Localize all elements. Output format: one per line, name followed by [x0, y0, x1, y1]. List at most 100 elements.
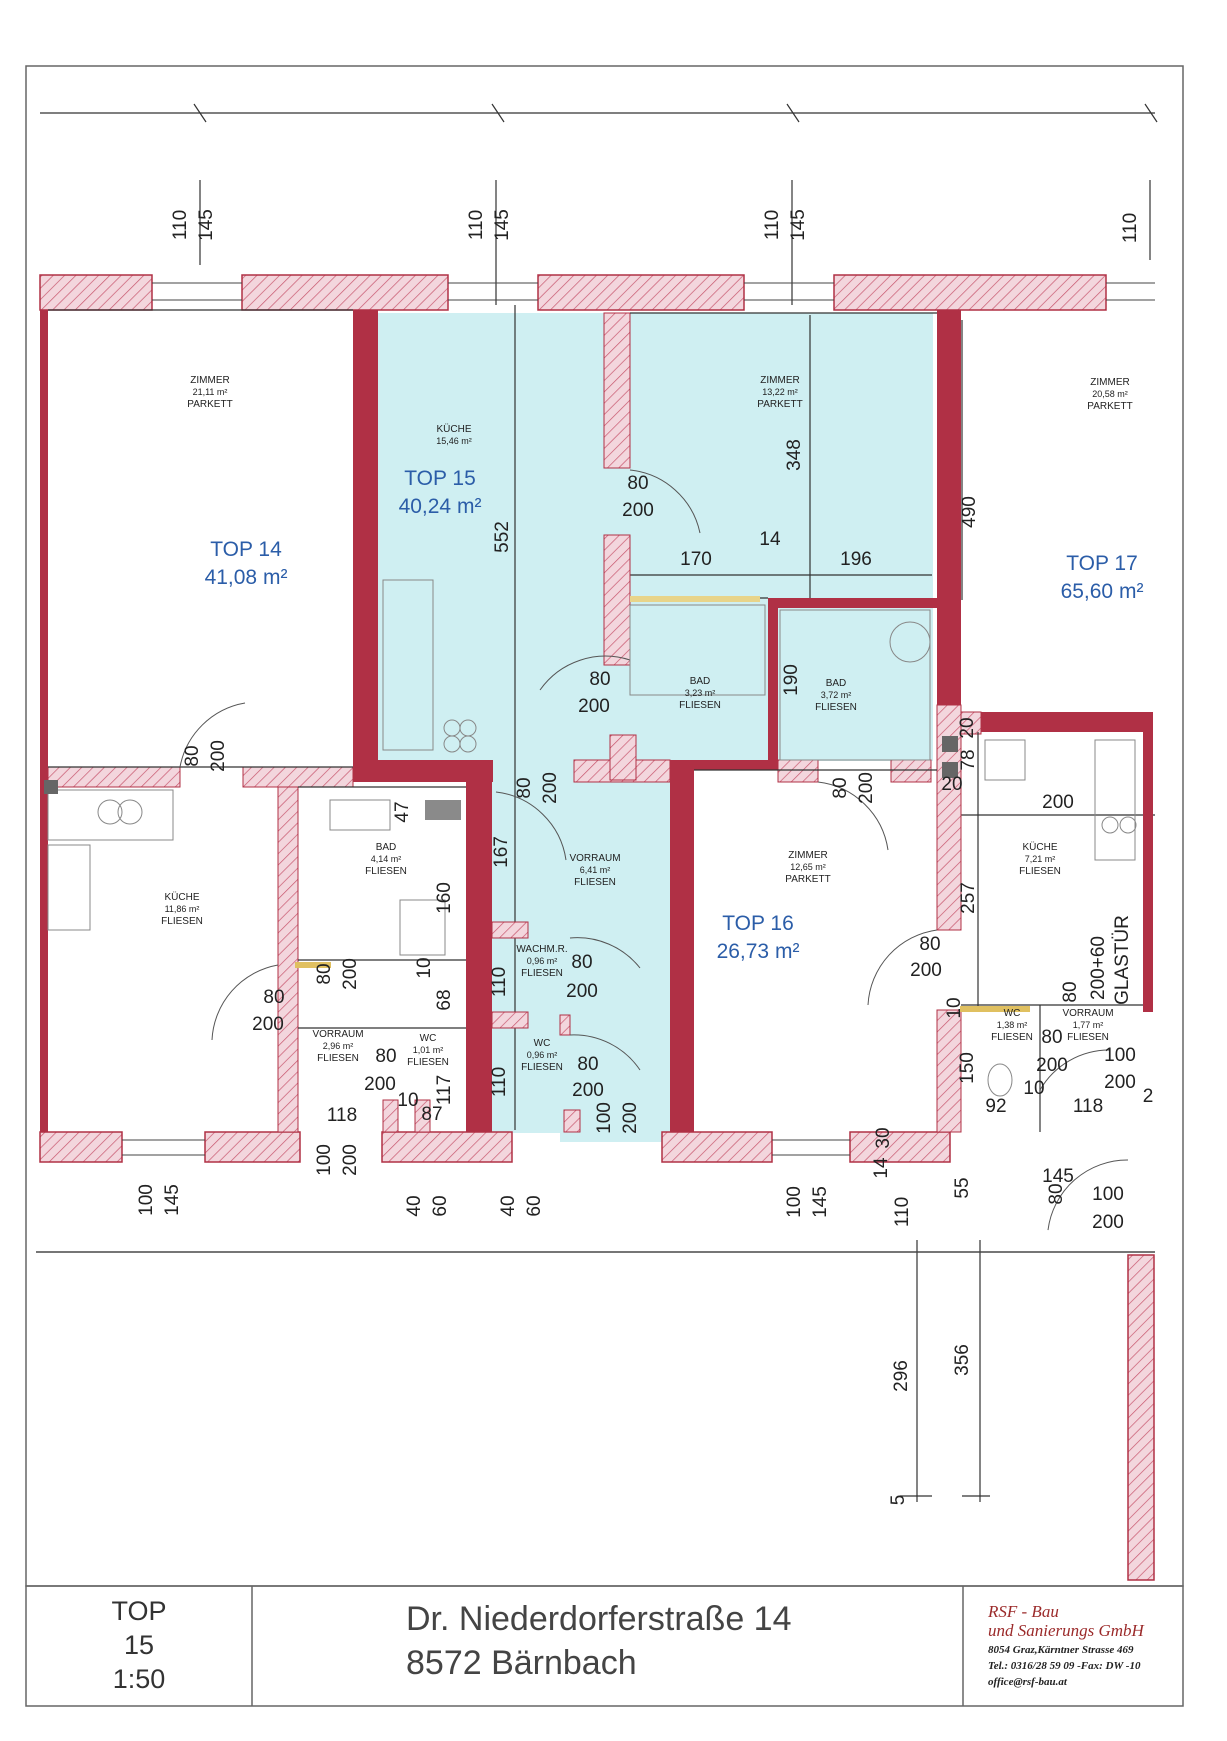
- dimension-value: 118: [1073, 1096, 1103, 1117]
- dimension-value: 80: [1060, 981, 1081, 1002]
- room-area: 1,77 m²: [1073, 1020, 1104, 1030]
- dimension-value: 552: [492, 521, 513, 553]
- room-floor-type: PARKETT: [187, 399, 232, 410]
- dimension-value: 200: [1036, 1055, 1068, 1076]
- dimension-value: 80: [263, 987, 284, 1008]
- title-block-frame: [25, 1585, 1184, 1707]
- dimension-value: 80: [1046, 1183, 1067, 1204]
- dimension-value: 200: [252, 1014, 284, 1035]
- room-area: 2,96 m²: [323, 1041, 354, 1051]
- address-line2: 8572 Bärnbach: [406, 1644, 637, 1682]
- dimension-value: 80: [589, 669, 610, 690]
- dimension-value: 110: [466, 210, 487, 240]
- dimension-value: 92: [985, 1096, 1006, 1117]
- top15-highlight: [378, 313, 933, 1142]
- room-floor-type: PARKETT: [757, 399, 802, 410]
- dimension-value: 200: [540, 772, 561, 804]
- dimension-value: 200: [208, 740, 229, 772]
- dimension-value: 200: [622, 500, 654, 521]
- dimension-value: 200: [566, 981, 598, 1002]
- dimension-value: 160: [434, 882, 455, 914]
- dimension-value: 80: [375, 1046, 396, 1067]
- unit-id: TOP 14: [210, 538, 282, 561]
- dimension-value: 10: [1023, 1078, 1044, 1099]
- dimension-value: 14: [871, 1157, 892, 1179]
- dimension-value: 110: [489, 967, 510, 997]
- dimension-value: 100: [314, 1144, 335, 1176]
- dimension-value: 200: [856, 772, 877, 804]
- room-name: KÜCHE: [436, 423, 471, 435]
- unit-area: 41,08 m²: [205, 566, 288, 589]
- dimension-value: 80: [514, 777, 535, 798]
- dimension-value: 100: [1104, 1045, 1136, 1066]
- dimension-value: 68: [434, 989, 455, 1010]
- dimension-value: 80: [627, 473, 648, 494]
- dimension-value: 200: [910, 960, 942, 981]
- room-area: 4,14 m²: [371, 854, 402, 864]
- dimension-value: 356: [952, 1344, 973, 1376]
- dimension-value: 10: [944, 997, 965, 1018]
- room-floor-type: PARKETT: [1087, 401, 1132, 412]
- dimension-value: 80: [314, 963, 335, 984]
- dimension-value: 200: [1042, 792, 1074, 813]
- room-area: 21,11 m²: [193, 387, 228, 397]
- dimension-value: 348: [784, 439, 805, 471]
- room-area: 13,22 m²: [762, 387, 798, 397]
- dimension-value: 145: [1042, 1166, 1074, 1187]
- dimension-value: 200: [340, 958, 361, 990]
- dimension-value: 30: [873, 1127, 894, 1148]
- room-name: ZIMMER: [760, 375, 799, 386]
- room-area: 0,96 m²: [527, 1050, 558, 1060]
- room-floor-type: FLIESEN: [574, 877, 616, 888]
- dimension-value: 145: [810, 1186, 831, 1218]
- dimension-value: 78: [958, 749, 979, 770]
- room-name: VORRAUM: [569, 853, 620, 864]
- dimension-value: 145: [196, 209, 217, 241]
- unit-id: TOP 17: [1066, 552, 1138, 575]
- room-name: VORRAUM: [312, 1029, 363, 1040]
- dimension-value: 145: [492, 209, 513, 241]
- dimension-value: 117: [434, 1075, 455, 1105]
- company-phone: Tel.: 0316/28 59 09 -Fax: DW -10: [988, 1660, 1141, 1672]
- dimension-value: 490: [959, 496, 980, 528]
- dimension-value: 60: [524, 1195, 545, 1216]
- dimension-value: 100: [136, 1184, 157, 1216]
- room-area: 20,58 m²: [1092, 389, 1128, 399]
- room-name: BAD: [376, 842, 397, 853]
- dimension-value: 10: [397, 1090, 418, 1111]
- room-area: 0,96 m²: [527, 956, 558, 966]
- company-email: office@rsf-bau.at: [988, 1676, 1067, 1688]
- scale-label: 1:50: [112, 1664, 166, 1694]
- unit-id: TOP 16: [722, 912, 794, 935]
- dimension-value: 110: [762, 210, 783, 240]
- dimension-value: 257: [958, 882, 979, 914]
- dimension-value: 110: [1120, 213, 1141, 243]
- dimension-value: 100: [784, 1186, 805, 1218]
- dimension-value: 60: [430, 1195, 451, 1216]
- room-area: 12,65 m²: [790, 862, 826, 872]
- dimension-value: 145: [788, 209, 809, 241]
- dimension-value: 40: [498, 1195, 519, 1216]
- room-area: 7,21 m²: [1025, 854, 1056, 864]
- dimension-value: 2: [1143, 1086, 1154, 1107]
- room-floor-type: FLIESEN: [679, 700, 721, 711]
- room-area: 1,01 m²: [413, 1045, 444, 1055]
- company-address: 8054 Graz,Kärntner Strasse 469: [988, 1644, 1134, 1656]
- exterior-walls: [39, 274, 1155, 1581]
- dimension-value: 80: [919, 934, 940, 955]
- dimension-value: 100: [594, 1102, 615, 1134]
- dimension-value: 196: [840, 549, 872, 570]
- dimension-value: 150: [957, 1052, 978, 1084]
- windows: [122, 282, 1155, 1156]
- room-name: BAD: [826, 678, 847, 689]
- room-name: KÜCHE: [1022, 841, 1057, 853]
- unit-area: 65,60 m²: [1061, 580, 1144, 603]
- dimension-value: 200: [1104, 1072, 1136, 1093]
- unit-number-line2: 15: [123, 1630, 155, 1660]
- dimension-value: 100: [1092, 1184, 1124, 1205]
- dimension-value: 110: [170, 210, 191, 240]
- room-name: WC: [534, 1038, 551, 1049]
